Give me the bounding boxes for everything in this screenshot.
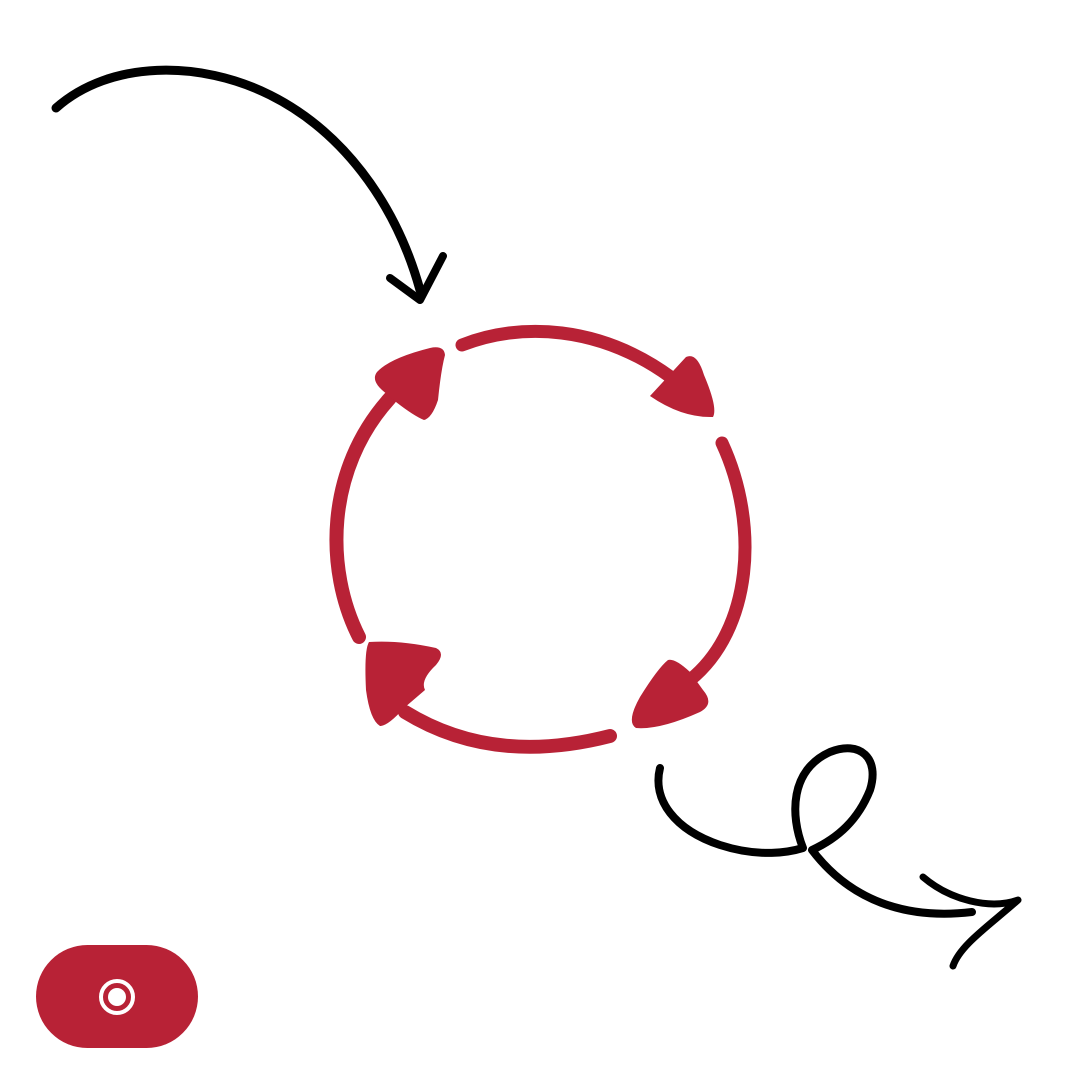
cycle-arrow-bottom-shaft bbox=[398, 705, 617, 754]
cycle-arrow-top-head bbox=[650, 356, 715, 418]
cycle-arrow-left-head bbox=[374, 347, 445, 420]
cycle-arrow-top-shaft bbox=[455, 324, 679, 385]
record-circle-icon bbox=[99, 978, 135, 1015]
cycle-arrow-right-head bbox=[631, 659, 709, 729]
incoming-arrow-shaft bbox=[51, 65, 425, 295]
incoming-arrow-head bbox=[386, 252, 447, 304]
cycle-arrow-top bbox=[455, 324, 715, 418]
outgoing-arrow bbox=[654, 744, 1022, 970]
cycle-arrow-right-shaft bbox=[683, 436, 752, 687]
cycle-arrow-bottom-head bbox=[365, 641, 441, 726]
record-button[interactable] bbox=[36, 945, 198, 1048]
cycle-arrow-right bbox=[631, 436, 752, 729]
cycle-arrow-left-shaft bbox=[329, 391, 397, 644]
outgoing-arrow-head bbox=[919, 873, 1022, 970]
cycle-arrow-left bbox=[329, 347, 445, 644]
record-circle-icon-core bbox=[108, 987, 126, 1006]
cycle-ring bbox=[329, 324, 752, 754]
cycle-arrow-bottom bbox=[365, 641, 617, 754]
outgoing-arrow-shaft bbox=[654, 744, 976, 918]
incoming-arrow bbox=[51, 65, 447, 304]
